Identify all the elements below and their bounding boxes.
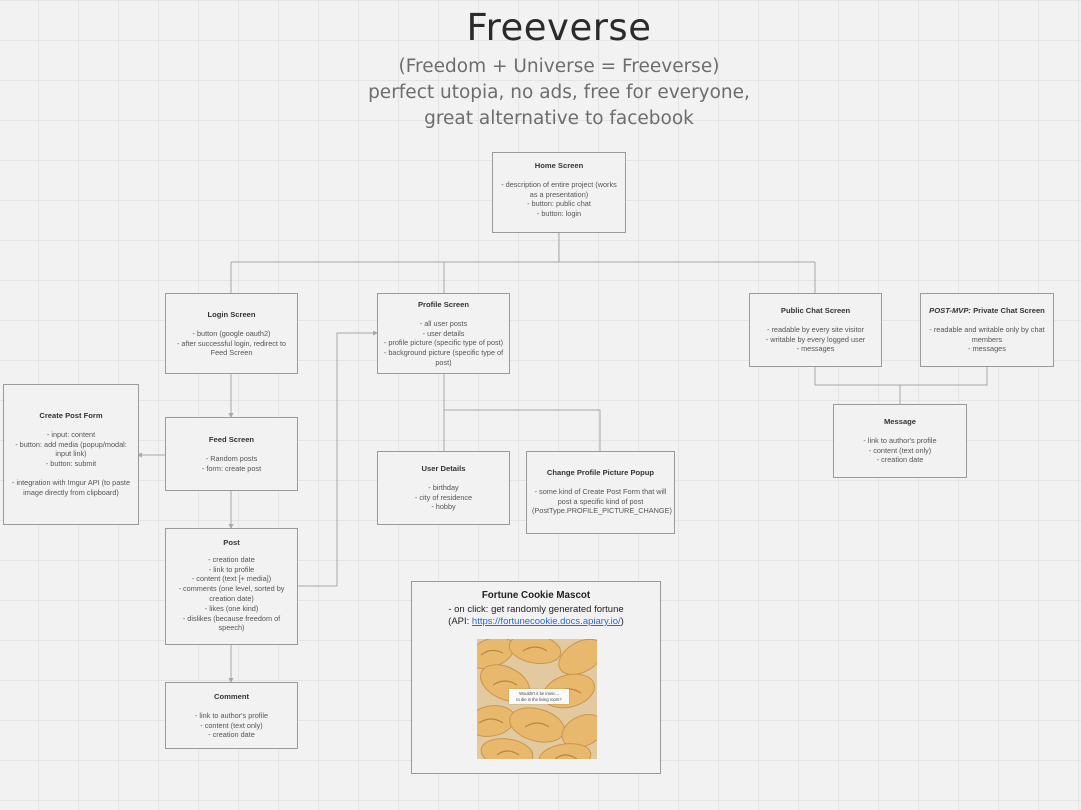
comment-box[interactable]: Comment - link to author's profile - con…: [165, 682, 298, 749]
box-line: - description of entire project (works: [501, 179, 617, 189]
box-line: - birthday: [428, 482, 459, 492]
box-line: creation date): [209, 593, 254, 603]
box-line: - button: add media (popup/modal:: [15, 439, 127, 449]
box-title: Post: [223, 538, 240, 547]
fortune-note-line: to die in the living room?: [516, 696, 562, 702]
home-screen-box[interactable]: Home Screen - description of entire proj…: [492, 152, 626, 233]
box-line: - link to author's profile: [194, 710, 269, 720]
box-line: - creation date: [208, 554, 255, 564]
box-title: Public Chat Screen: [780, 306, 851, 315]
box-line: - content (text only): [200, 720, 263, 730]
box-title: User Details: [421, 464, 466, 473]
box-line: - readable and writable only by chat: [929, 324, 1045, 334]
box-line: - input: content: [46, 429, 96, 439]
box-line: - link to author's profile: [863, 435, 937, 445]
profile-screen-box[interactable]: Profile Screen - all user posts - user d…: [377, 293, 510, 374]
box-line: - user details: [422, 328, 465, 338]
post-box[interactable]: Post - creation date - link to profile -…: [165, 528, 298, 645]
private-chat-screen-box[interactable]: POST-MVP: Private Chat Screen - readable…: [920, 293, 1054, 367]
box-line: - Random posts: [205, 453, 258, 463]
box-title-text: Private Chat Screen: [970, 306, 1045, 315]
box-line: - messages: [796, 344, 835, 354]
box-line: post): [435, 357, 452, 367]
api-prefix: (API:: [448, 616, 472, 627]
box-line: speech): [218, 623, 245, 633]
box-title: Create Post Form: [39, 411, 103, 420]
box-line: - hobby: [431, 502, 456, 512]
box-line: - creation date: [208, 730, 255, 740]
box-line: - readable by every site visitor: [767, 324, 864, 334]
connector-profile-children: [443, 373, 601, 451]
post-mvp-tag: POST-MVP:: [929, 306, 971, 315]
box-line: image directly from clipboard): [23, 487, 119, 497]
fortune-api-line: (API: https://fortunecookie.docs.apiary.…: [412, 616, 660, 628]
box-line: - content (text only): [868, 445, 932, 455]
box-title: Feed Screen: [208, 435, 255, 444]
box-line: - button: public chat: [527, 199, 591, 209]
create-post-form-box[interactable]: Create Post Form - input: content - butt…: [3, 384, 139, 525]
box-line: - writable by every logged user: [765, 334, 866, 344]
fortune-cookie-mascot-box[interactable]: Fortune Cookie Mascot - on click: get ra…: [411, 581, 661, 774]
box-title: Change Profile Picture Popup: [546, 468, 655, 477]
box-line: - button: login: [536, 209, 582, 219]
connector-home-tree: [230, 232, 816, 293]
box-title: Profile Screen: [417, 300, 470, 309]
box-line: - profile picture (specific type of post…: [383, 338, 504, 348]
diagram-title: Freeverse: [466, 6, 652, 49]
box-line: - likes (one kind): [204, 603, 259, 613]
box-line: - background picture (specific type of: [383, 348, 504, 358]
box-line: as a presentation): [529, 189, 589, 199]
box-title: Login Screen: [207, 310, 256, 319]
diagram-subtitle: (Freedom + Universe = Freeverse) perfect…: [0, 54, 1081, 132]
fortune-title: Fortune Cookie Mascot: [481, 590, 591, 601]
subtitle-line: great alternative to facebook: [424, 108, 694, 129]
api-suffix: ): [620, 616, 624, 627]
line-gap: [9, 469, 133, 478]
box-line: post a specific kind of post: [557, 496, 644, 506]
subtitle-line: perfect utopia, no ads, free for everyon…: [368, 82, 750, 103]
connector-chats-message: [814, 366, 988, 404]
box-line: - dislikes (because freedom of: [182, 613, 281, 623]
box-line: - some kind of Create Post Form that wil…: [534, 486, 667, 496]
box-line: - button (google oauth2): [192, 328, 271, 338]
change-profile-picture-popup-box[interactable]: Change Profile Picture Popup - some kind…: [526, 451, 675, 534]
box-line: - messages: [968, 344, 1006, 354]
box-line: - city of residence: [414, 492, 473, 502]
subtitle-line: (Freedom + Universe = Freeverse): [398, 56, 720, 77]
feed-screen-box[interactable]: Feed Screen - Random posts - form: creat…: [165, 417, 298, 491]
box-line: - comments (one level, sorted by: [178, 584, 285, 594]
box-line: Feed Screen: [210, 348, 253, 358]
box-line: members: [971, 334, 1003, 344]
box-title: Home Screen: [534, 161, 584, 170]
box-line: - link to profile: [208, 564, 255, 574]
box-line: - integration with Imgur API (to paste: [11, 477, 131, 487]
box-line: - creation date: [876, 455, 924, 465]
box-line: input link): [55, 449, 87, 459]
box-line: - all user posts: [419, 318, 468, 328]
login-screen-box[interactable]: Login Screen - button (google oauth2) - …: [165, 293, 298, 374]
api-link[interactable]: https://fortunecookie.docs.apiary.io/: [471, 616, 621, 627]
box-title: Message: [883, 417, 917, 426]
user-details-box[interactable]: User Details - birthday - city of reside…: [377, 451, 510, 525]
box-line: - form: create post: [201, 463, 262, 473]
connector-post-profile: [297, 330, 378, 587]
public-chat-screen-box[interactable]: Public Chat Screen - readable by every s…: [749, 293, 882, 367]
message-box[interactable]: Message - link to author's profile - con…: [833, 404, 967, 478]
fortune-cookie-image[interactable]: Wouldn't it be ironic... to die in the l…: [477, 639, 597, 759]
box-line: - after successful login, redirect to: [176, 338, 287, 348]
fortune-note: Wouldn't it be ironic... to die in the l…: [509, 689, 569, 704]
box-line: - button: submit: [45, 459, 97, 469]
fortune-line: - on click: get randomly generated fortu…: [448, 604, 624, 615]
box-title: POST-MVP: Private Chat Screen: [926, 306, 1048, 316]
box-line: (PostType.PROFILE_PICTURE_CHANGE): [532, 506, 672, 516]
box-title: Comment: [213, 692, 250, 701]
box-line: - content (text [+ media]): [191, 574, 272, 584]
fortune-note-line: Wouldn't it be ironic...: [519, 691, 559, 696]
